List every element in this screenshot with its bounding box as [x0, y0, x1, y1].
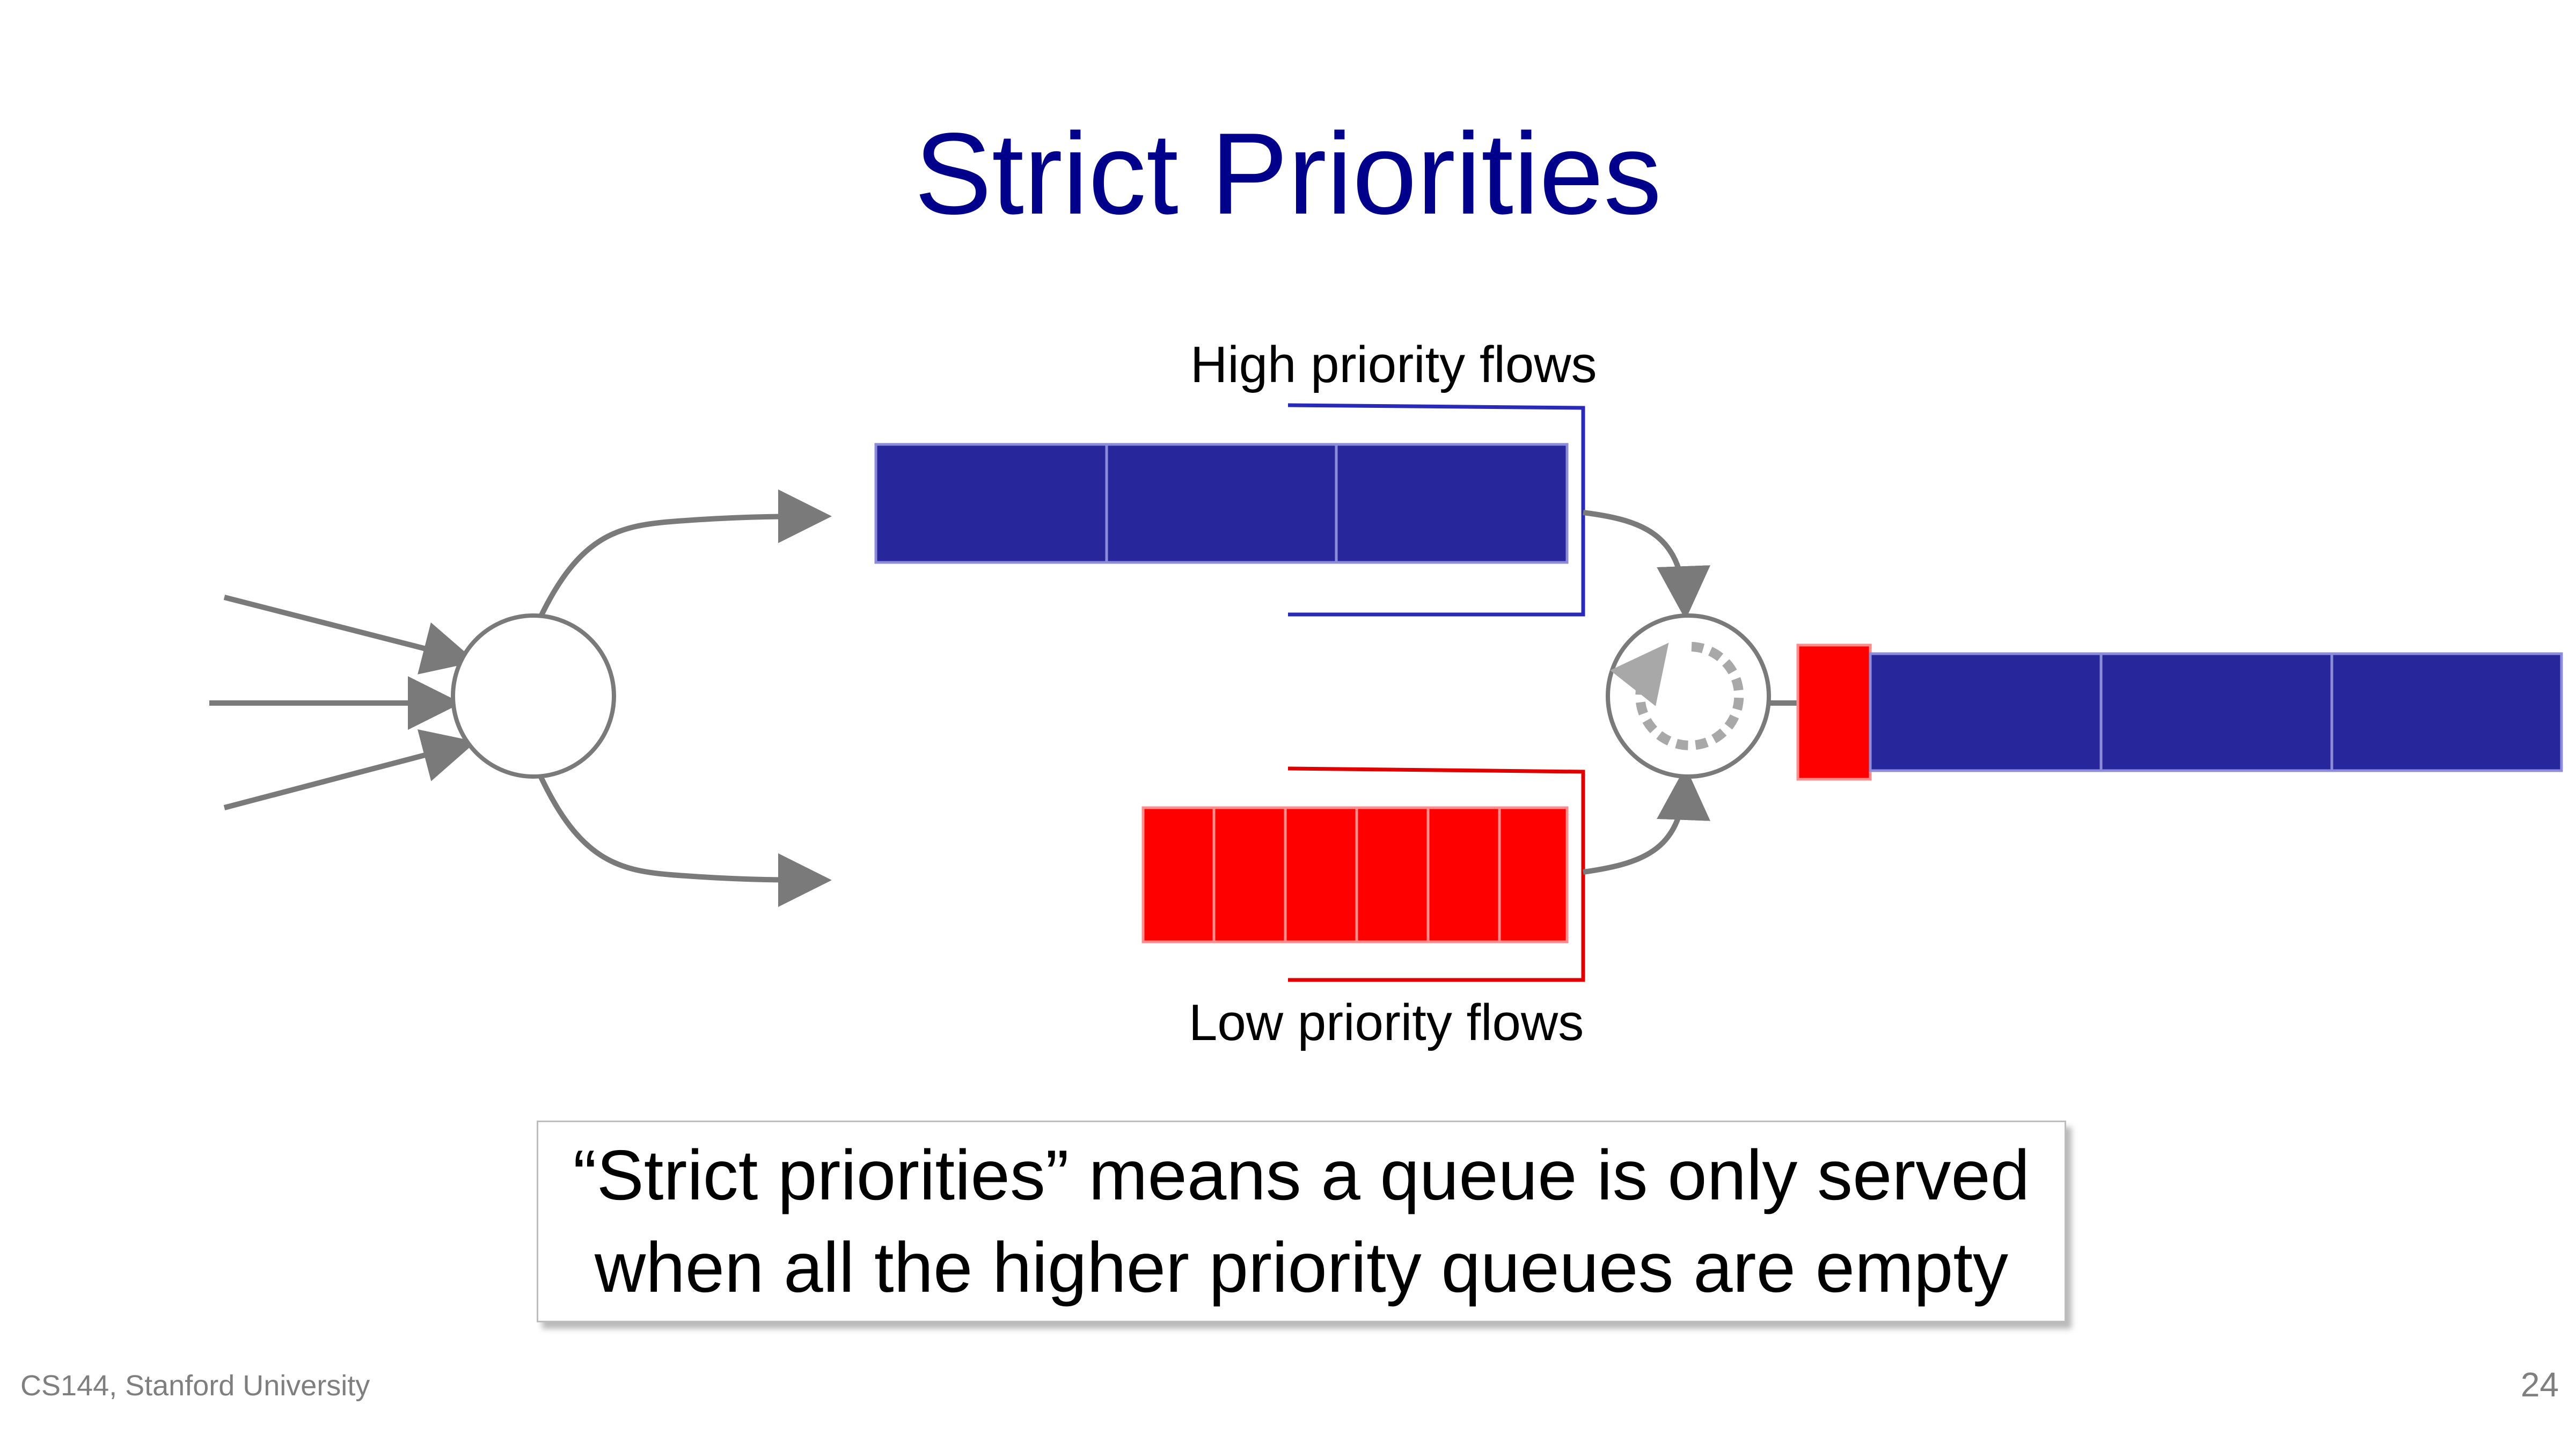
incoming-arrow-top — [223, 595, 477, 675]
high-priority-label: High priority flows — [1190, 336, 1597, 393]
callout-line-2: when all the higher priority queues are … — [594, 1228, 2009, 1307]
page-title: Strict Priorities — [914, 108, 1662, 238]
branch-to-high-queue — [538, 489, 832, 618]
high-queue-to-scheduler — [1583, 510, 1710, 620]
high-queue-bracket — [1287, 403, 1585, 617]
incoming-arrows — [209, 595, 477, 810]
low-priority-label: Low priority flows — [1189, 994, 1584, 1051]
callout-line-1: “Strict priorities” means a queue is onl… — [573, 1136, 2030, 1215]
high-priority-queue — [874, 443, 1569, 564]
low-queue-bracket — [1287, 766, 1585, 982]
page-number: 24 — [2520, 1365, 2559, 1404]
incoming-arrow-bottom — [223, 729, 477, 810]
footer-text: CS144, Stanford University — [20, 1370, 370, 1402]
output-low-packet — [1796, 643, 1872, 781]
output-queue — [1796, 643, 2563, 781]
branch-to-low-queue — [538, 775, 832, 907]
classifier-node — [451, 613, 616, 779]
low-queue-to-scheduler — [1583, 766, 1710, 875]
circular-arrow-icon — [1610, 642, 1744, 750]
callout-box: “Strict priorities” means a queue is onl… — [537, 1121, 2066, 1322]
scheduler-node — [1606, 613, 1771, 779]
low-priority-queue — [1141, 806, 1569, 943]
output-high-packets — [1869, 652, 2563, 772]
